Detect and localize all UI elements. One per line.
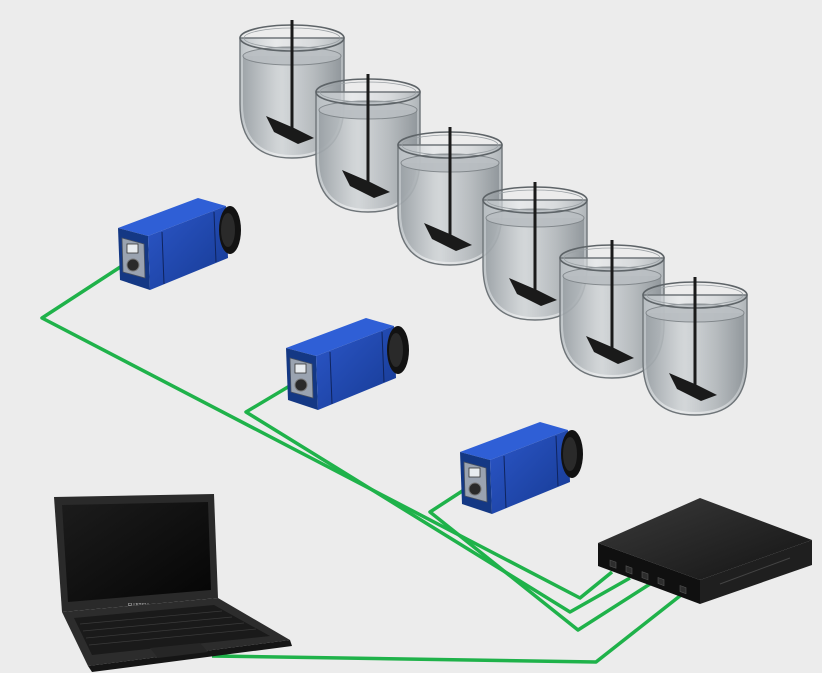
- ethernet-cables: [40, 260, 692, 664]
- camera-group: [118, 198, 583, 514]
- industrial-camera-icon: [286, 318, 409, 410]
- stirred-tank-icon: [315, 74, 421, 213]
- industrial-camera-icon: [118, 198, 241, 290]
- cable-camera-3-to-switch: [428, 484, 651, 632]
- network-switch-icon: [598, 498, 812, 604]
- laptop-icon: FUJITSU: [54, 494, 292, 672]
- industrial-camera-icon: [460, 422, 583, 514]
- switch-ports: [609, 559, 687, 595]
- cable-camera-1-to-switch: [40, 260, 614, 600]
- stirred-tank-icon: [397, 127, 503, 266]
- keyboard-keys: [79, 610, 257, 646]
- vessel-row: [239, 20, 748, 416]
- cable-laptop-to-switch: [211, 586, 692, 664]
- stirred-tank-icon: [482, 182, 588, 321]
- cable-camera-2-to-switch: [244, 379, 631, 614]
- stirred-tank-icon: [642, 277, 748, 416]
- stirred-tank-icon: [559, 240, 665, 379]
